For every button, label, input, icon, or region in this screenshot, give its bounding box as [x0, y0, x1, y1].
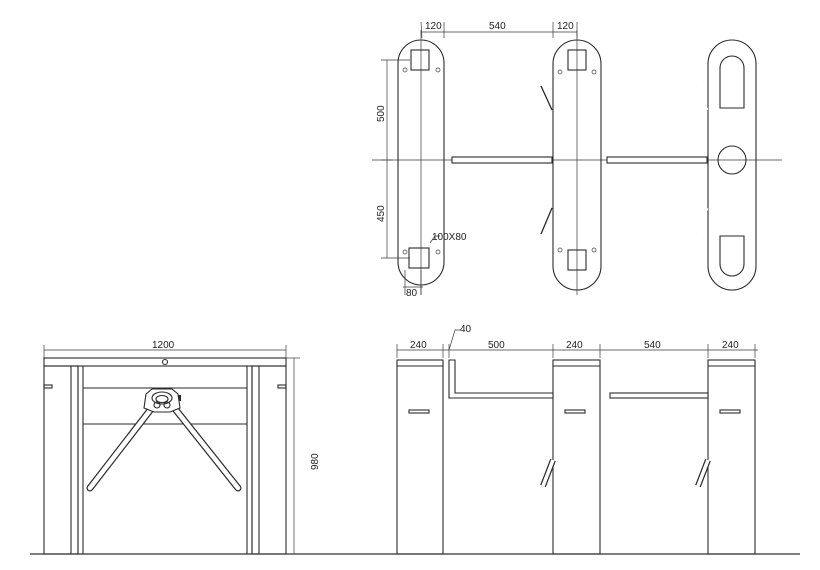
plan-hole-callout: 100X80: [429, 232, 467, 244]
plan-post-middle: [540, 30, 602, 295]
front-left-cabinet: [43, 365, 79, 555]
side-dim-540: 540: [644, 340, 661, 351]
side-view: 240 500 240 540 240 40: [396, 324, 758, 555]
side-post-1: [396, 359, 444, 555]
front-top-lid: [43, 357, 287, 367]
front-view: 1200: [43, 340, 321, 555]
side-dim-40: 40: [460, 324, 472, 335]
plan-dim-120-right: 120: [557, 21, 574, 32]
plan-view: 120 540 120 500 450 100X80 80: [372, 21, 782, 299]
plan-dim-540: 540: [489, 21, 506, 32]
side-dim-240-2: 240: [566, 340, 583, 351]
side-dim-240-3: 240: [722, 340, 739, 351]
plan-dim-500: 500: [376, 105, 387, 122]
plan-top-dimensions: 120 540 120: [420, 21, 578, 39]
side-arm-2: [609, 392, 709, 399]
side-dim-240-1: 240: [410, 340, 427, 351]
side-post-3: [707, 359, 756, 555]
plan-dim-120-left: 120: [425, 21, 442, 32]
plan-dim-80: 80: [406, 288, 418, 299]
front-rotor-hub: [143, 388, 181, 413]
plan-hole-label: 100X80: [432, 232, 467, 243]
side-dim-500: 500: [488, 340, 505, 351]
side-post-2: [552, 359, 601, 555]
plan-post-left: [397, 30, 445, 295]
plan-left-dimensions: 500 450: [376, 59, 410, 259]
plan-dim-450: 450: [376, 205, 387, 222]
front-dim-1200: 1200: [152, 340, 175, 351]
plan-post-right: [694, 39, 757, 291]
plan-arm-2: [606, 156, 708, 164]
plan-arm-1: [451, 156, 553, 164]
front-dim-980: 980: [310, 453, 321, 470]
side-arm-1: [448, 359, 554, 399]
plan-bottom-dimension: 80: [403, 270, 423, 299]
front-right-cabinet: [251, 365, 287, 555]
